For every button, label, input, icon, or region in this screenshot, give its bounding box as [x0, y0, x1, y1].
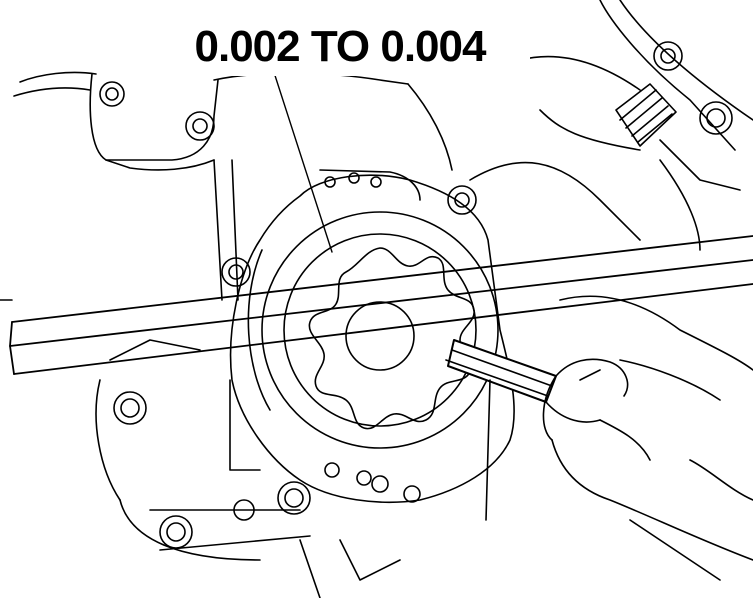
outer-rotor: [262, 212, 498, 448]
bolt-bosses: [100, 42, 732, 548]
feeler-gauge: [446, 340, 556, 520]
oil-pump-housing: [231, 170, 515, 502]
inner-rotor: [309, 248, 474, 429]
hand: [543, 296, 753, 580]
clearance-spec-label: 0.002 TO 0.004: [150, 18, 530, 76]
straight-edge: [10, 236, 753, 374]
thread-detail: [616, 84, 676, 146]
spec-leader-line: [270, 60, 332, 252]
